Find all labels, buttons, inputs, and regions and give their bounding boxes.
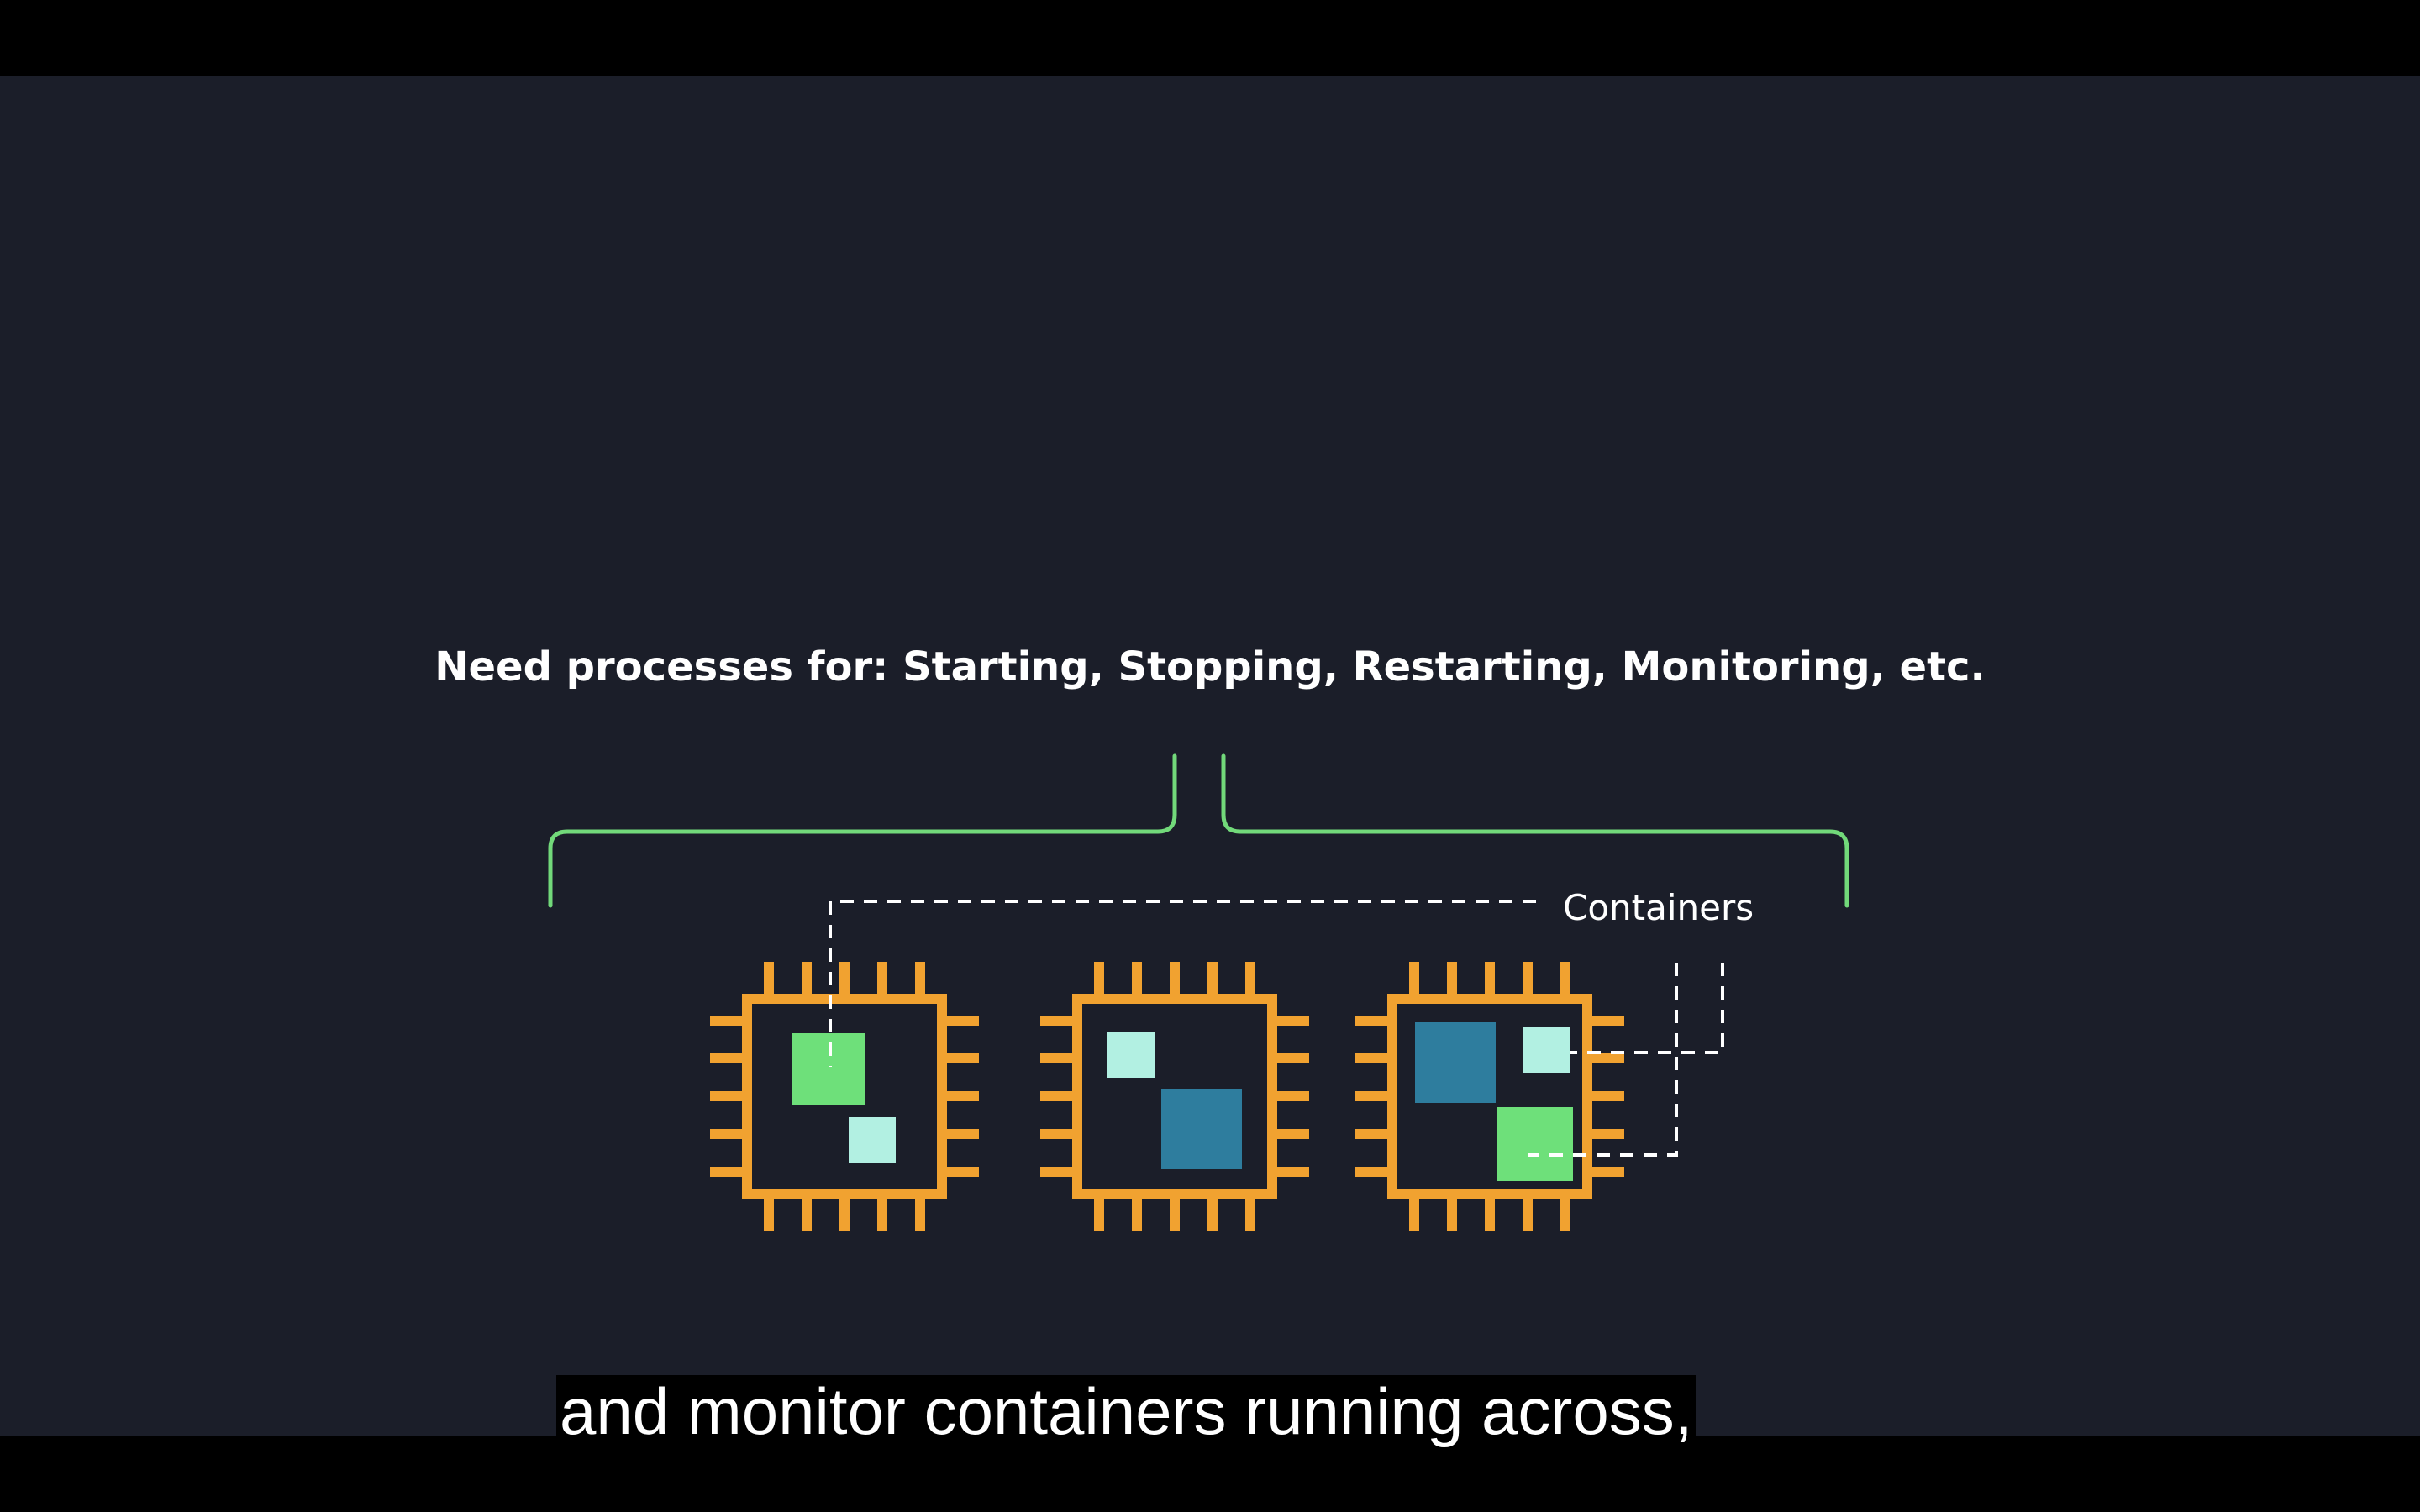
containers-label: Containers <box>1563 887 1754 928</box>
chip-3 <box>1355 962 1624 1231</box>
callout-lines <box>829 900 1724 1157</box>
chip-pins <box>710 962 979 1231</box>
container-blue <box>1415 1022 1496 1103</box>
chip-2 <box>1040 962 1309 1231</box>
container-green <box>1497 1107 1573 1181</box>
diagram-heading: Need processes for: Starting, Stopping, … <box>434 643 1985 690</box>
chip-pins <box>1355 962 1624 1231</box>
chip-1 <box>710 962 979 1231</box>
container-blue <box>1161 1089 1242 1169</box>
bracket <box>548 753 1849 908</box>
container-mint <box>849 1117 896 1163</box>
subtitle-caption: and monitor containers running across, <box>556 1375 1697 1447</box>
container-mint <box>1523 1027 1570 1073</box>
container-mint <box>1107 1032 1155 1078</box>
chip-pins <box>1040 962 1309 1231</box>
